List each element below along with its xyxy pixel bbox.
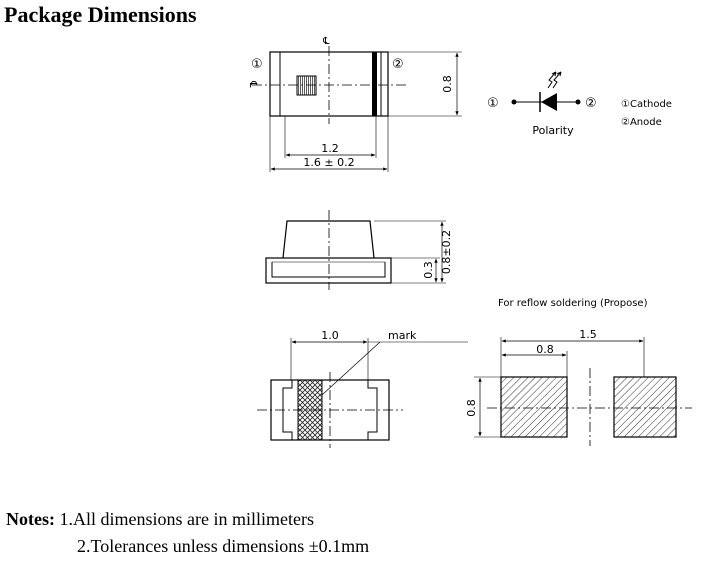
dim-pad-height: 0.8 [465, 399, 478, 417]
dim-base-height: 0.3 [422, 261, 435, 279]
polarity-pin1-label: ① [487, 96, 499, 111]
solder-pad-left [500, 376, 568, 438]
solder-pad-right [613, 376, 677, 438]
top-view: ① ② ℄ ℄ 1.2 1.6 ± 0.2 0.8 [247, 36, 462, 172]
dim-reflow-span: 1.5 [579, 328, 597, 341]
note-2: 2.Tolerances unless dimensions ±0.1mm [77, 536, 370, 556]
polarity-symbol: ① ② Polarity ①Cathode ②Anode [487, 71, 672, 137]
dim-pad-width: 0.8 [536, 343, 554, 356]
side-view-dome [282, 220, 375, 259]
top-pin1-label: ① [251, 57, 263, 72]
centerline-symbol-left: ℄ [247, 80, 258, 88]
centerline-symbol-top: ℄ [322, 36, 330, 47]
dim-width-inner: 1.2 [321, 142, 339, 155]
top-pin2-label: ② [392, 57, 404, 72]
top-view-chip [296, 75, 317, 96]
note-1: 1.All dimensions are in millimeters [59, 509, 314, 529]
notes-label: Notes: [6, 509, 55, 529]
dim-total-height: 0.8±0.2 [440, 230, 453, 274]
legend-cathode: ①Cathode [621, 99, 672, 110]
notes-section: Notes: 1.All dimensions are in millimete… [6, 506, 369, 560]
bottom-view: 1.0 mark [257, 329, 468, 448]
polarity-pin2-label: ② [585, 96, 597, 111]
page-title: Package Dimensions [4, 2, 197, 27]
dim-width-outer: 1.6 ± 0.2 [303, 156, 354, 169]
reflow-title: For reflow soldering (Propose) [498, 298, 648, 309]
legend-anode: ②Anode [621, 117, 662, 128]
side-view: 0.8±0.2 0.3 [265, 210, 453, 290]
diode-icon [541, 93, 557, 111]
light-arrows-icon [547, 71, 562, 89]
polarity-label: Polarity [532, 124, 574, 137]
dim-bottom-width: 1.0 [321, 329, 339, 342]
dim-height-top: 0.8 [441, 75, 454, 93]
reflow-pattern: For reflow soldering (Propose) 1.5 0.8 0… [465, 298, 692, 446]
mark-label: mark [388, 329, 417, 342]
